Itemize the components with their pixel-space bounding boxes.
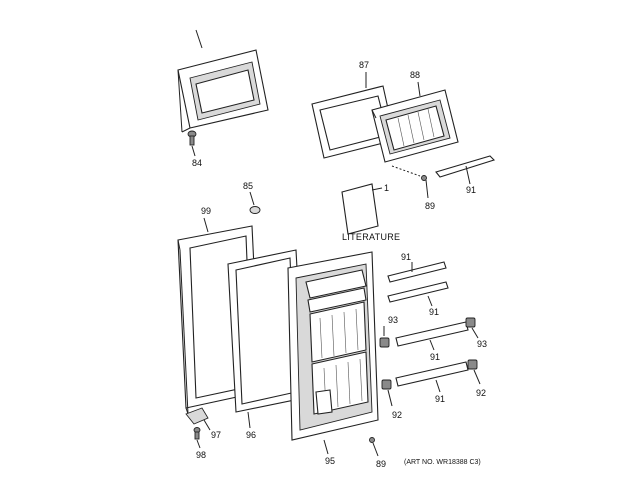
art-number: (ART NO. WR18388 C3) <box>404 459 481 466</box>
hinge-pin-98: 98 <box>193 427 206 460</box>
callout-91-a: 91 <box>401 252 411 262</box>
callout-85: 85 <box>243 181 253 191</box>
callout-89-top: 89 <box>425 201 435 211</box>
freezer-door-liner-88: 88 <box>371 70 459 163</box>
callout-1: 1 <box>384 183 389 193</box>
callout-98: 98 <box>196 450 206 460</box>
cap-93-right: 93 <box>465 317 487 349</box>
callout-91-top: 91 <box>466 185 476 195</box>
cap-92-right: 92 <box>467 359 486 398</box>
callout-87: 87 <box>359 60 369 70</box>
shelf-bar-91-c: 91 <box>395 321 469 362</box>
shelf-bar-91-a: 91 <box>387 252 447 283</box>
callout-95: 95 <box>325 456 335 466</box>
literature-label: LITERATURE <box>342 232 400 242</box>
callout-92-right: 92 <box>476 388 486 398</box>
door-liner-95: 95 <box>287 251 379 466</box>
gasket-87: 87 <box>311 60 396 159</box>
hinge-bracket-97: 97 <box>185 407 221 440</box>
callout-97: 97 <box>211 430 221 440</box>
callout-89-bottom: 89 <box>376 459 386 469</box>
callout-92-left: 92 <box>392 410 402 420</box>
shelf-bar-91-b: 91 <box>387 281 449 317</box>
cap-92-left: 92 <box>381 379 402 420</box>
callout-84: 84 <box>192 158 202 168</box>
freezer-door-panel <box>177 29 269 133</box>
callout-88: 88 <box>410 70 420 80</box>
callout-93-left: 93 <box>388 315 398 325</box>
cap-93-left: 93 <box>379 315 398 348</box>
hinge-pin-84: 84 <box>187 130 202 168</box>
callout-91-b: 91 <box>429 307 439 317</box>
literature-booklet: 1 LITERATURE <box>341 183 400 242</box>
callout-91-c: 91 <box>430 352 440 362</box>
plug-85: 85 <box>243 181 261 214</box>
callout-99: 99 <box>201 206 211 216</box>
shelf-bar-91-d: 91 <box>395 361 469 404</box>
gasket-96: 96 <box>227 249 305 440</box>
callout-93-right: 93 <box>477 339 487 349</box>
shelf-bar-91-top: 91 <box>435 155 496 195</box>
callout-91-d: 91 <box>435 394 445 404</box>
screw-89-bottom: 89 <box>369 437 386 469</box>
screw-89-top: 89 <box>391 165 435 211</box>
callout-96: 96 <box>246 430 256 440</box>
